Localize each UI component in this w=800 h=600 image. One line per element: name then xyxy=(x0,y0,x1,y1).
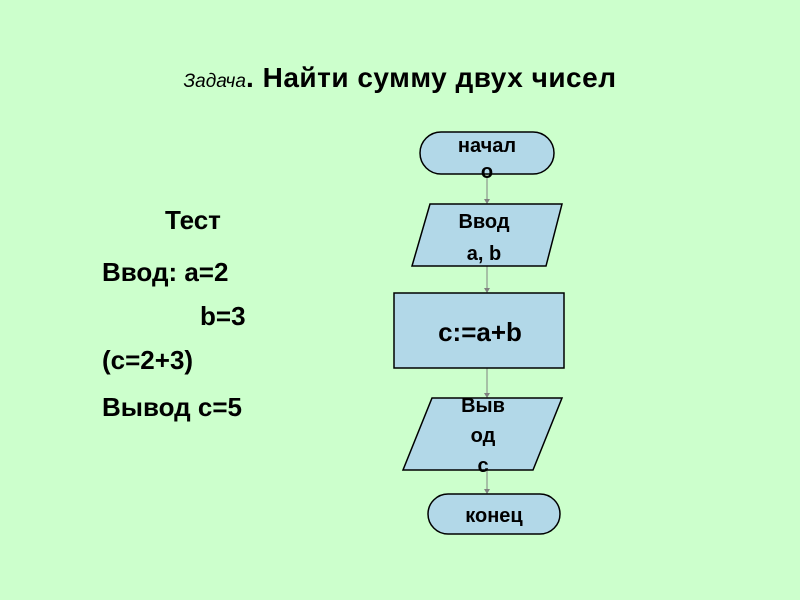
output-block: Выв од с xyxy=(401,395,564,477)
start-text-line-1: начал xyxy=(458,135,516,157)
start-text-line-2: о xyxy=(481,161,493,183)
end-text: конец xyxy=(465,505,523,527)
arrow-process-output xyxy=(484,393,490,398)
test-heading: Тест xyxy=(165,205,221,235)
test-input-b: b=3 xyxy=(200,301,246,331)
start-terminator: начал о xyxy=(419,131,555,183)
input-block: Ввод a, b xyxy=(411,203,563,267)
output-text-line-1: Выв xyxy=(461,395,505,417)
task-statement: Найти сумму двух чисел xyxy=(262,62,617,93)
task-dot: . xyxy=(245,62,254,93)
test-calculation: (с=2+3) xyxy=(102,345,194,375)
process-block: c:=a+b xyxy=(393,292,565,369)
output-text-line-2: од xyxy=(471,425,496,447)
input-text-line-2: a, b xyxy=(467,243,501,265)
output-text-line-3: с xyxy=(477,455,488,477)
arrow-start-input xyxy=(484,199,490,204)
input-text-line-1: Ввод xyxy=(458,211,509,233)
arrow-input-process xyxy=(484,288,490,293)
test-input-a: Ввод: a=2 xyxy=(102,257,229,287)
arrow-output-end xyxy=(484,489,490,494)
process-text: c:=a+b xyxy=(438,317,522,347)
slide-title: Задача. Найти сумму двух чисел xyxy=(0,62,800,94)
task-label: Задача xyxy=(183,71,246,92)
test-output: Вывод с=5 xyxy=(102,392,242,422)
end-terminator: конец xyxy=(427,493,561,535)
